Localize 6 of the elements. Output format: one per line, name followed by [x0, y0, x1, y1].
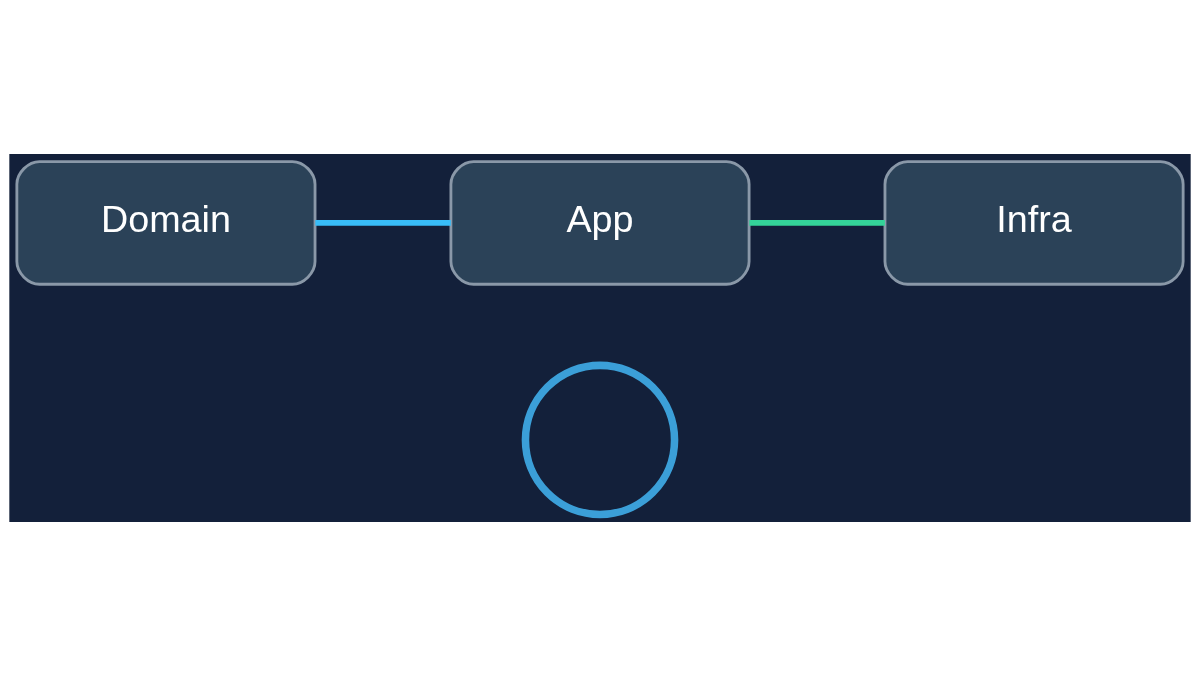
connector — [749, 219, 885, 226]
node-box: App — [449, 159, 751, 286]
node-circle — [521, 361, 679, 518]
node-box: Infra — [883, 159, 1185, 286]
node-box: Domain — [15, 159, 317, 286]
connector — [315, 219, 451, 226]
